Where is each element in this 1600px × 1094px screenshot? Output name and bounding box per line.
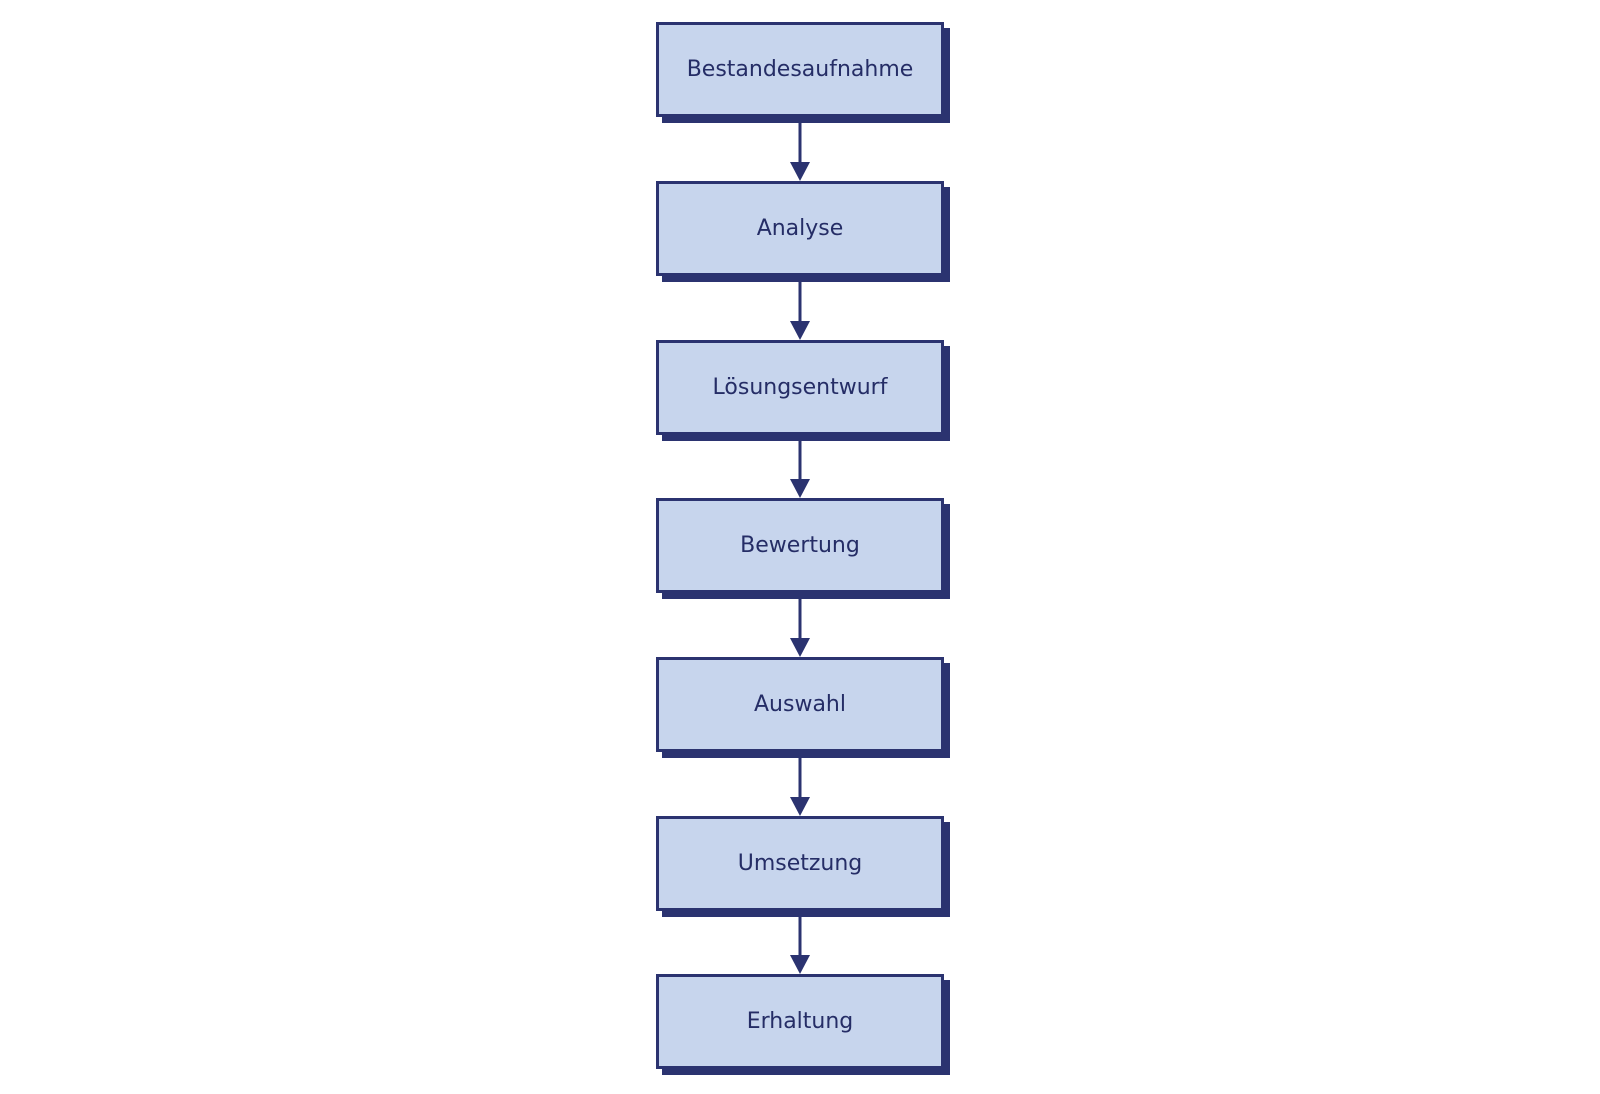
- arrow-head-icon: [790, 479, 810, 498]
- step-box-loesungsentwurf: Lösungsentwurf: [656, 340, 944, 435]
- arrow-head-icon: [790, 955, 810, 974]
- arrow-head-icon: [790, 797, 810, 816]
- step-box-bestandesaufnahme: Bestandesaufnahme: [656, 22, 944, 117]
- step-label: Erhaltung: [746, 1009, 854, 1034]
- step-box-erhaltung: Erhaltung: [656, 974, 944, 1069]
- step-label: Bewertung: [740, 533, 860, 558]
- arrow-head-icon: [790, 162, 810, 181]
- step-label: Lösungsentwurf: [712, 375, 888, 400]
- arrow-head-icon: [790, 321, 810, 340]
- step-label: Auswahl: [754, 692, 846, 717]
- arrow-head-icon: [790, 638, 810, 657]
- step-label: Umsetzung: [737, 851, 863, 876]
- step-box-bewertung: Bewertung: [656, 498, 944, 593]
- step-box-analyse: Analyse: [656, 181, 944, 276]
- step-box-umsetzung: Umsetzung: [656, 816, 944, 911]
- step-box-auswahl: Auswahl: [656, 657, 944, 752]
- step-label: Bestandesaufnahme: [686, 57, 914, 82]
- step-label: Analyse: [756, 216, 844, 241]
